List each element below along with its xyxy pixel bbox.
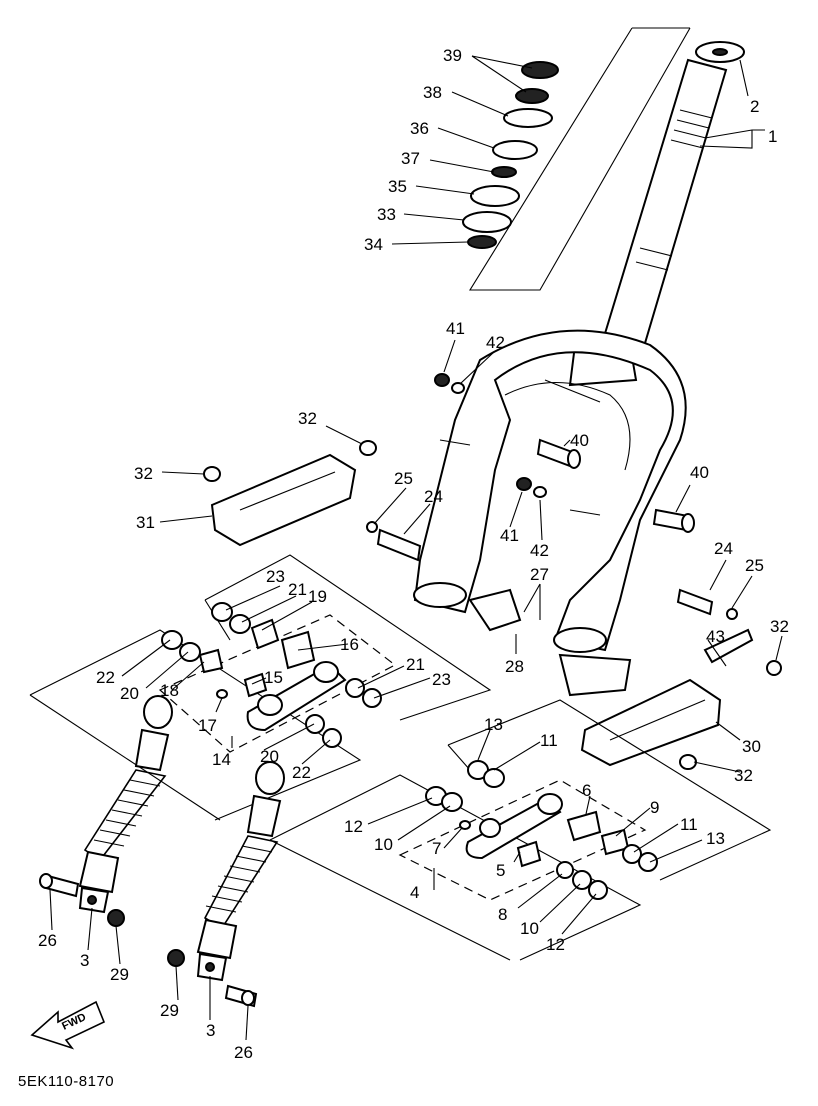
fwd-label: FWD [60, 1011, 88, 1032]
part-label-25-right: 25 [745, 556, 764, 575]
right-linkage-outline [269, 699, 772, 961]
part-label-7: 7 [432, 839, 441, 858]
part-label-14: 14 [212, 750, 231, 769]
part-label-20-bottom: 20 [260, 747, 279, 766]
shock-bolts [39, 873, 258, 1008]
steering-bearing-group-outline [469, 27, 691, 291]
part-label-41-mid: 41 [500, 526, 519, 545]
part-label-40-center: 40 [570, 431, 589, 450]
part-label-21-right: 21 [406, 655, 425, 674]
part-label-28: 28 [505, 657, 524, 676]
shock-absorber-right [196, 761, 285, 982]
part-label-26-left: 26 [38, 931, 57, 950]
part-label-38: 38 [423, 83, 442, 102]
part-label-2: 2 [750, 97, 759, 116]
part-label-18: 18 [160, 681, 179, 700]
part-label-13-top: 13 [484, 715, 503, 734]
part-label-29-left: 29 [110, 965, 129, 984]
fwd-arrow-icon: FWD [30, 1000, 106, 1050]
part-label-23-top: 23 [266, 567, 285, 586]
part-label-17: 17 [198, 716, 217, 735]
part-label-24-left: 24 [424, 487, 443, 506]
part-label-21-top: 21 [288, 580, 307, 599]
part-label-42-mid: 42 [530, 541, 549, 560]
steering-stem [598, 41, 745, 362]
part-label-32-left: 32 [134, 464, 153, 483]
part-label-27: 27 [530, 565, 549, 584]
part-label-12-bottom: 12 [546, 935, 565, 954]
part-label-10-bottom: 10 [520, 919, 539, 938]
part-label-11-top: 11 [540, 731, 558, 750]
part-label-43: 43 [706, 627, 725, 646]
part-label-25-left: 25 [394, 469, 413, 488]
part-label-22-bottom: 22 [292, 763, 311, 782]
part-label-39: 39 [443, 46, 462, 65]
part-label-11-right: 11 [680, 815, 698, 834]
part-label-42-top: 42 [486, 333, 505, 352]
part-label-33: 33 [377, 205, 396, 224]
part-label-1: 1 [768, 127, 777, 146]
part-number-labels: 39 38 36 37 35 33 34 2 1 41 42 40 40 41 … [38, 46, 789, 1062]
part-label-13-right: 13 [706, 829, 725, 848]
part-label-32-right: 32 [770, 617, 789, 636]
part-label-35: 35 [388, 177, 407, 196]
left-linkage-parts [161, 602, 382, 748]
drawing-code: 5EK110-8170 [18, 1073, 114, 1090]
part-label-16: 16 [340, 635, 359, 654]
part-label-29-right: 29 [160, 1001, 179, 1020]
part-label-23-right: 23 [432, 670, 451, 689]
part-label-19: 19 [308, 587, 327, 606]
part-label-15: 15 [264, 668, 283, 687]
right-linkage-parts [425, 760, 658, 900]
part-label-32-top: 32 [298, 409, 317, 428]
bearing-parts-stack [462, 61, 559, 249]
front-fork-frame [413, 329, 687, 697]
part-label-34: 34 [364, 235, 383, 254]
part-label-22-left: 22 [96, 668, 115, 687]
part-label-12-left: 12 [344, 817, 363, 836]
part-label-24-right: 24 [714, 539, 733, 558]
part-label-4: 4 [410, 883, 419, 902]
part-label-40-right: 40 [690, 463, 709, 482]
part-label-32-bottom: 32 [734, 766, 753, 785]
part-label-5: 5 [496, 861, 505, 880]
leader-lines [49, 55, 783, 1041]
part-label-30: 30 [742, 737, 761, 756]
cover-left [203, 440, 377, 547]
part-label-36: 36 [410, 119, 429, 138]
part-label-31: 31 [136, 513, 155, 532]
part-label-3-right: 3 [206, 1021, 215, 1040]
part-label-41-top: 41 [446, 319, 465, 338]
part-label-10-left: 10 [374, 835, 393, 854]
cover-right [580, 628, 782, 770]
part-label-3-left: 3 [80, 951, 89, 970]
part-label-8: 8 [498, 905, 507, 924]
part-label-20-left: 20 [120, 684, 139, 703]
part-label-6: 6 [582, 781, 591, 800]
part-label-26-right: 26 [234, 1043, 253, 1062]
shock-absorber-left [78, 695, 173, 914]
fork-bolts [366, 373, 738, 620]
part-label-37: 37 [401, 149, 420, 168]
part-label-9: 9 [650, 798, 659, 817]
